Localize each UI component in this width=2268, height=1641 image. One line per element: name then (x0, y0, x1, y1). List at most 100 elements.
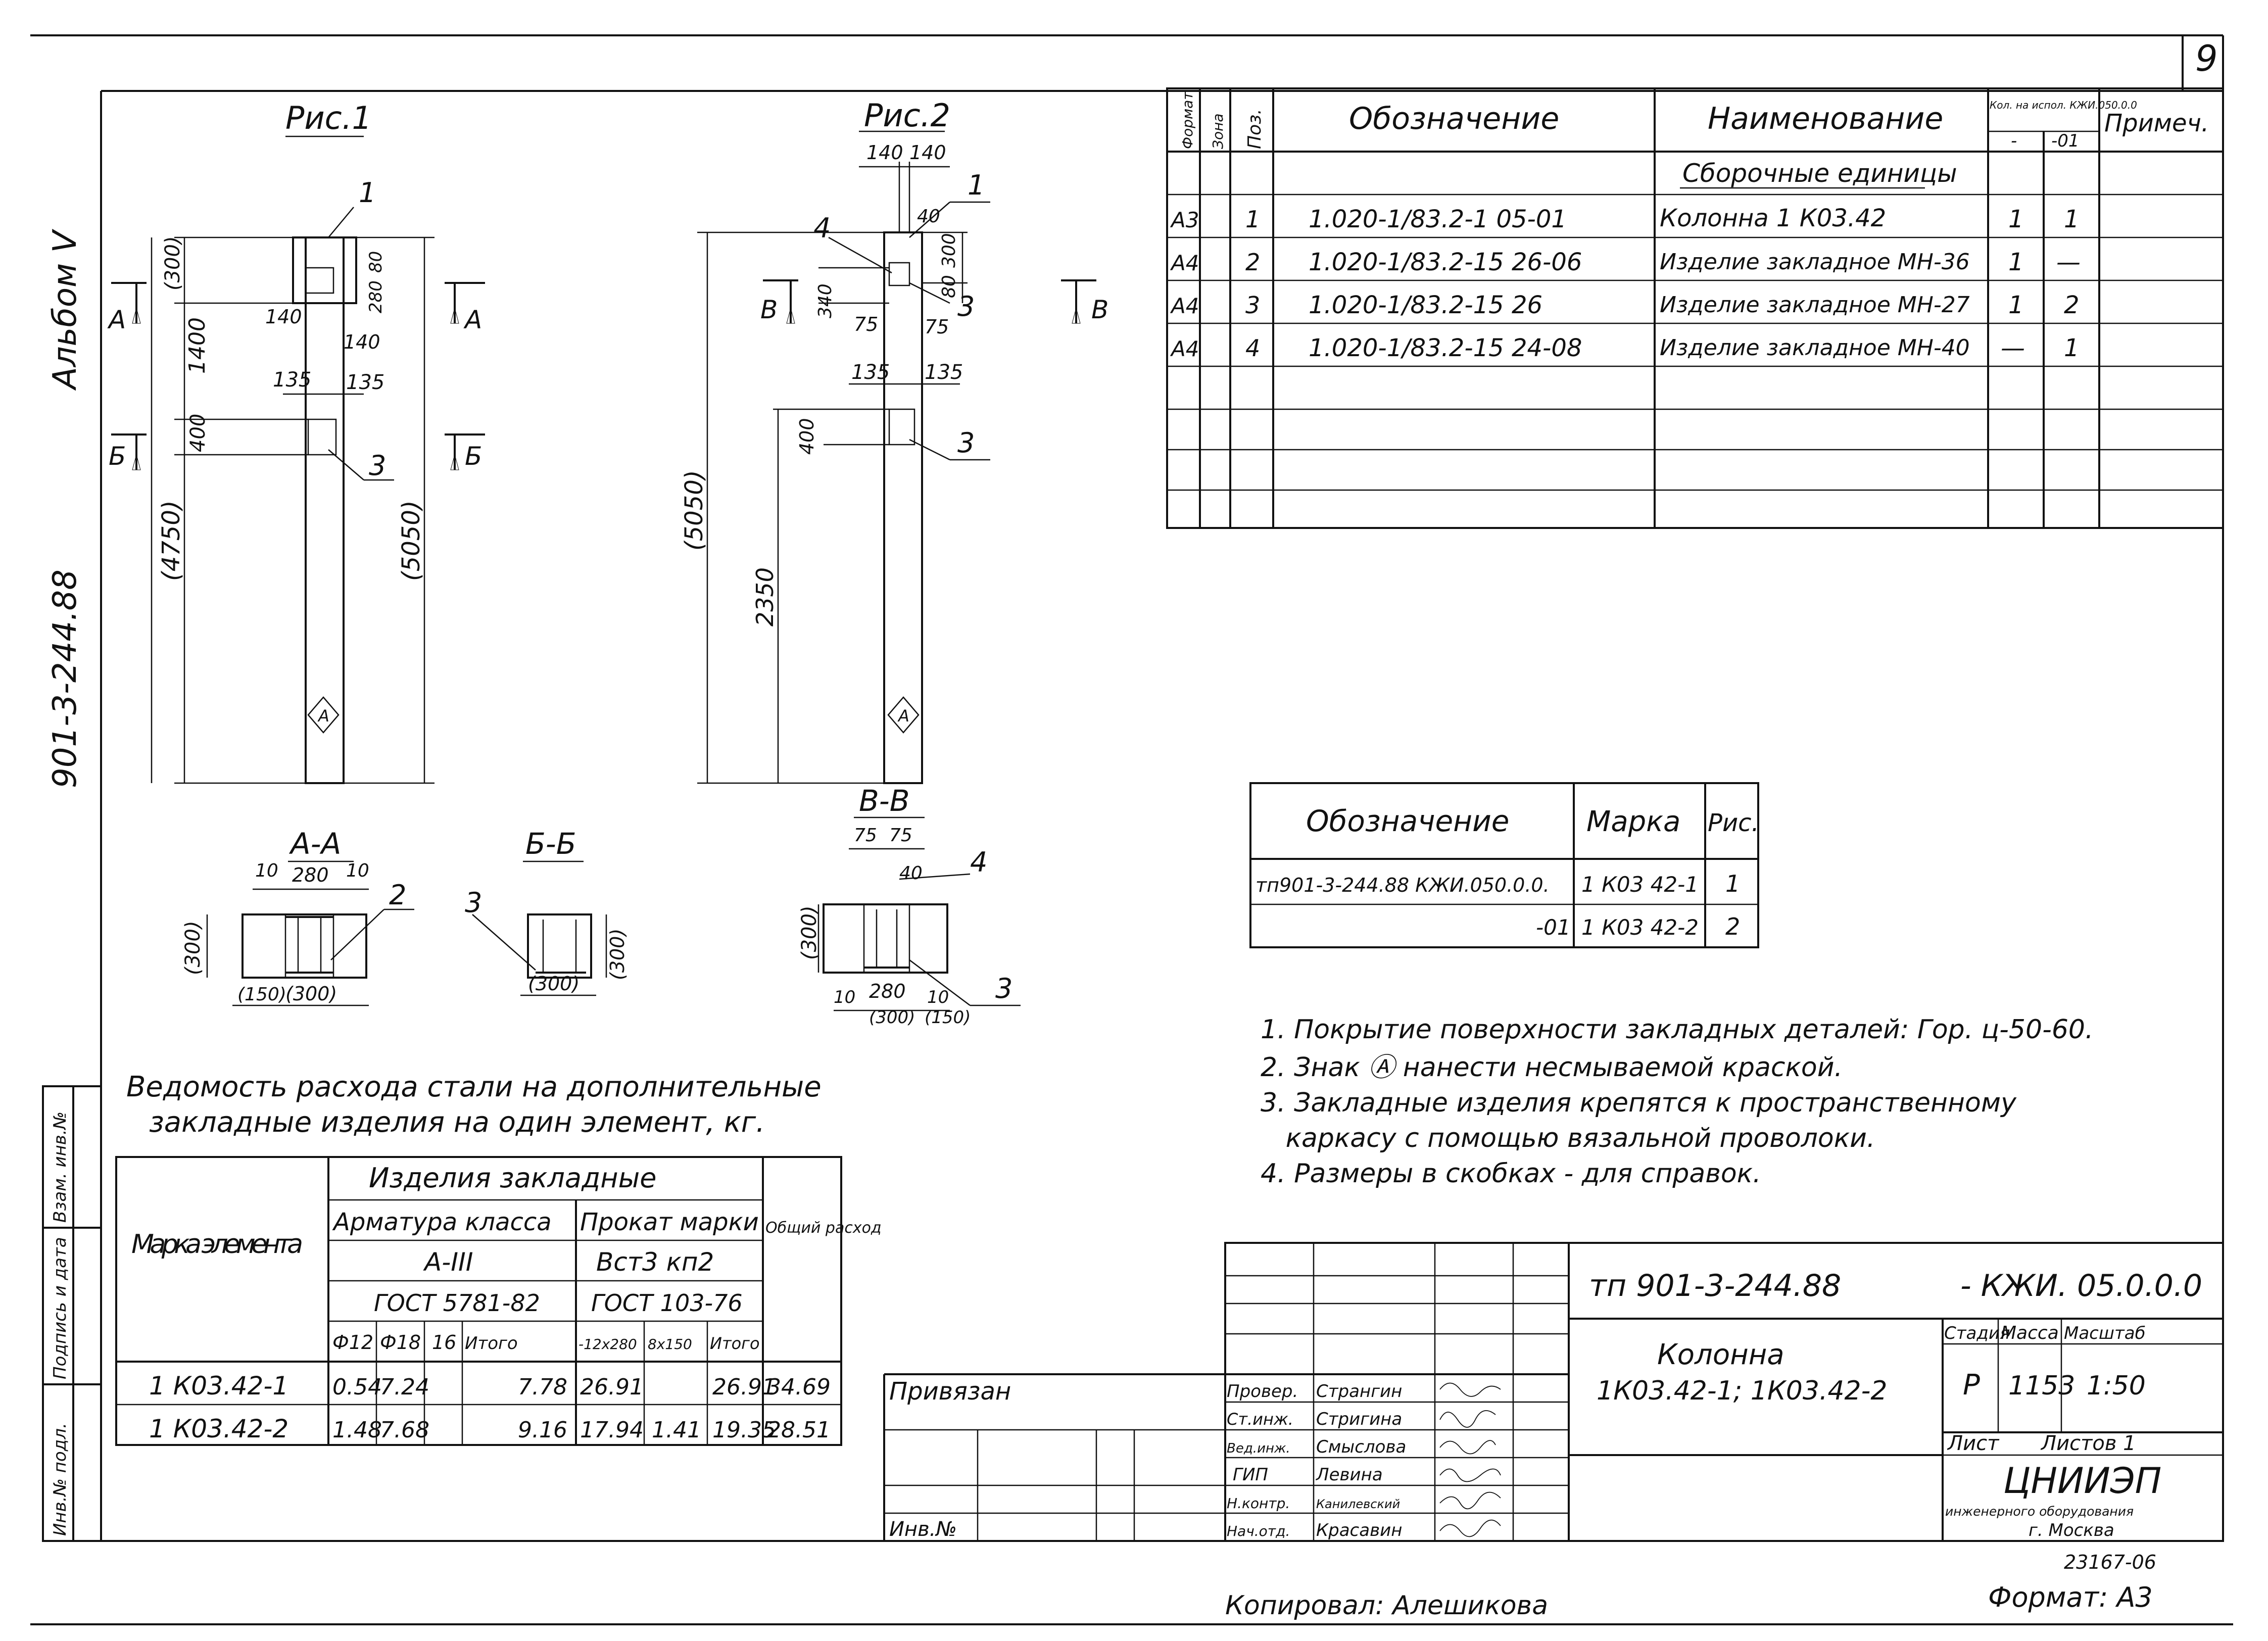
fig2-pos1: 1 (968, 169, 985, 201)
signatures (1439, 1382, 1501, 1537)
section-aa-150: (150) (237, 984, 286, 1005)
fig1-dim-4750: (4750) (157, 500, 185, 581)
title-sheets-h: Листов 1 (2040, 1432, 2136, 1455)
title-roles: Провер. Странгин Ст.инж. Стригина Вед.ин… (1227, 1381, 1406, 1540)
fig2-dim-340: 340 (815, 283, 836, 318)
spec-h-format: Формат (1179, 91, 1196, 149)
fig2-dim-135b: 135 (925, 361, 963, 384)
fig2-dim-300: 300 (939, 233, 959, 268)
steel-col-1: Ф12 (332, 1331, 373, 1354)
steel-row-1-v2: 7.24 (380, 1374, 429, 1400)
footer-number: 23167-06 (2064, 1551, 2156, 1573)
spec-row-1-format: А3 (1170, 208, 1199, 232)
fig1-pos1: 1 (359, 177, 376, 209)
fig2-title: Рис.2 (864, 97, 950, 134)
spec-row-1-qa: 1 (2008, 205, 2024, 233)
section-aa-280: 280 (292, 864, 329, 886)
fig1-dim-1400: 1400 (184, 317, 210, 374)
steel-row-1-v5: 26.91 (580, 1374, 644, 1400)
spec-row-1-name: Колонна 1 К03.42 (1660, 204, 1886, 232)
title-scale: 1:50 (2087, 1371, 2146, 1401)
steel-row-1-mark: 1 К03.42-1 (149, 1371, 288, 1401)
section-vv-300: (300) (798, 905, 821, 960)
fig2-dim-5050: (5050) (680, 470, 708, 551)
title-code-2: - КЖИ. 05.0.0.0 (1960, 1268, 2202, 1304)
fig2-mark: А (897, 706, 909, 726)
section-vv-10b: 10 (927, 987, 949, 1007)
sheet-number: 9 (2195, 38, 2218, 79)
fig1-pos3: 3 (369, 450, 386, 481)
side-stamp (42, 1085, 102, 1542)
spec-row-3-qb: 2 (2064, 291, 2080, 319)
steel-col-4: Итого (465, 1333, 518, 1354)
spec-row: А4 2 1.020-1/83.2-15 26-06 Изделие закла… (1170, 248, 2081, 276)
fig1-cut-b-left: Б (109, 442, 126, 471)
steel-row: 1 К03.42-1 0.54 7.24 7.78 26.91 26.91 34… (149, 1371, 831, 1401)
project-side-label: 901-3-244.88 (46, 569, 84, 788)
title-mass-h: Масса (2001, 1323, 2059, 1343)
section-aa-10b: 10 (346, 860, 369, 881)
note-2: 2. Знак Ⓐ нанести несмываемой краской. (1261, 1052, 1843, 1083)
note-4: каркасу с помощью вязальной проволоки. (1261, 1123, 1875, 1153)
stamp-replace: Взам. инв.№ (50, 1112, 70, 1223)
steel-h-total: Общий расход (765, 1219, 882, 1237)
section-vv-10a: 10 (834, 987, 855, 1007)
steel-row-2-total: 28.51 (767, 1417, 831, 1443)
steel-row-2-v2: 7.68 (380, 1417, 429, 1443)
title-role-6-name: Красавин (1316, 1520, 1402, 1540)
fig2-dim-40: 40 (917, 206, 940, 227)
spec-row-1-qb: 1 (2064, 205, 2080, 233)
title-org-1: ЦНИИЭП (2003, 1460, 2161, 1502)
section-aa-pos: 2 (389, 879, 406, 911)
title-role-1: Провер. (1227, 1381, 1298, 1402)
section-aa-10a: 10 (255, 860, 278, 881)
spec-h-note: Примеч. (2104, 109, 2209, 137)
spec-row: А3 1 1.020-1/83.2-1 05-01 Колонна 1 К03.… (1170, 204, 2080, 233)
title-name-1: Колонна (1657, 1338, 1784, 1371)
title-scale-h: Масштаб (2064, 1323, 2146, 1343)
stamp-inv: Инв.№ подл. (50, 1423, 70, 1536)
steel-title-1: Ведомость расхода стали на дополнительны… (126, 1071, 822, 1103)
steel-h-mark: Марка элемента (131, 1229, 303, 1260)
section-bb: Б-Б (300) (300) 3 (465, 827, 629, 996)
title-role-5: Н.контр. (1227, 1495, 1290, 1512)
steel-row-2-v1: 1.48 (332, 1417, 382, 1443)
spec-h-name: Наименование (1708, 101, 1943, 136)
steel-h-rebar: Арматура класса (332, 1208, 552, 1236)
note-1: 1. Покрытие поверхности закладных детале… (1261, 1015, 2094, 1045)
title-name-2: 1К03.42-1; 1К03.42-2 (1597, 1376, 1887, 1406)
fig1-dim-400: 400 (186, 414, 210, 452)
spec-row-4-pos: 4 (1245, 334, 1260, 362)
fig2-dim-75b: 75 (925, 316, 949, 338)
fig2-pos3: 3 (957, 427, 975, 459)
steel-row-1-v1: 0.54 (332, 1374, 382, 1400)
title-role-2: Ст.инж. (1227, 1410, 1293, 1429)
fig1-title: Рис.1 (285, 100, 372, 136)
fig1-dim-5050: (5050) (397, 500, 425, 581)
section-bb-300b: (300) (528, 973, 580, 995)
fig2-cut-v-left: В (760, 295, 778, 324)
fig1-dim-280: 280 (366, 280, 386, 313)
fig1-cut-b-right: Б (465, 442, 482, 471)
fig1-dim-80: 80 (366, 251, 386, 273)
fig2-cut-v-right: В (1091, 295, 1108, 324)
title-bound: Привязан (889, 1377, 1011, 1406)
marks-h-fig: Рис. (1708, 809, 1759, 837)
spec-row-1-pos: 1 (1245, 206, 1260, 233)
spec-row-2-qb: — (2056, 248, 2081, 276)
steel-h-rebar-class: А-III (423, 1247, 473, 1277)
title-code: тп 901-3-244.88 (1589, 1268, 1841, 1304)
marks-row-1-fig: 1 (1725, 870, 1740, 897)
spec-row-4-qb: 1 (2064, 334, 2080, 362)
title-stage-h: Стадия (1944, 1323, 2010, 1343)
fig2-dim-135a: 135 (851, 361, 890, 384)
steel-title-2: закладные изделия на один элемент, кг. (149, 1106, 765, 1139)
section-bb-pos: 3 (465, 887, 482, 919)
spec-h-zone: Зона (1210, 113, 1226, 149)
spec-row-2-qa: 1 (2008, 248, 2024, 276)
marks-h-designation: Обозначение (1306, 804, 1509, 838)
steel-table (115, 1156, 842, 1446)
marks-row-1-mark: 1 К03 42-1 (1581, 872, 1699, 897)
section-vv-pos4: 4 (970, 846, 987, 878)
section-aa-300b: (300) (285, 983, 337, 1005)
